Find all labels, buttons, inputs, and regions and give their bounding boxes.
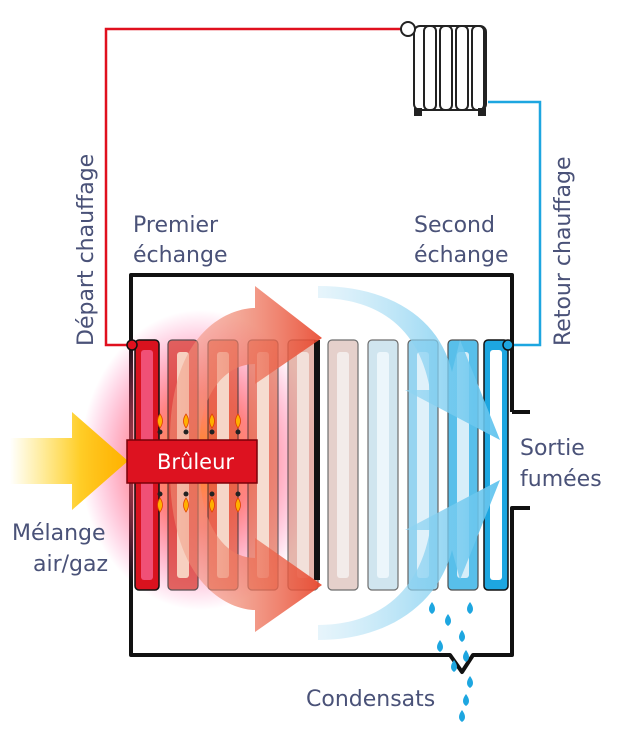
label-retour-chauffage: Retour chauffage xyxy=(551,156,576,346)
condensate-drops xyxy=(429,602,473,722)
label-second: Second xyxy=(414,213,495,238)
label-fumees: fumées xyxy=(520,467,602,492)
cool-flow-arrow-top xyxy=(318,286,500,440)
hot-outlet-dot xyxy=(126,339,138,351)
gas-mixture-arrow xyxy=(10,412,128,510)
flame-icons xyxy=(157,413,241,513)
hot-flow-arrow-top xyxy=(170,286,322,440)
label-premier: Premier xyxy=(133,213,219,238)
label-melange: Mélange xyxy=(12,521,106,546)
burner: Brûleur xyxy=(126,413,258,513)
cold-inlet-dot xyxy=(502,339,514,351)
label-condensats: Condensats xyxy=(306,687,435,712)
cool-flow-arrow-bottom xyxy=(318,480,500,640)
hot-supply-pipe xyxy=(104,27,410,347)
label-premier-echange: échange xyxy=(133,243,228,268)
burner-label: Brûleur xyxy=(157,450,234,474)
label-air-gaz: air/gaz xyxy=(33,552,108,577)
label-depart-chauffage: Départ chauffage xyxy=(74,154,99,346)
radiator-icon xyxy=(400,21,487,116)
cold-return-pipe xyxy=(488,100,542,347)
label-sortie: Sortie xyxy=(520,436,585,461)
label-second-echange: échange xyxy=(414,243,509,268)
hot-flow-arrow-bottom xyxy=(170,470,322,632)
